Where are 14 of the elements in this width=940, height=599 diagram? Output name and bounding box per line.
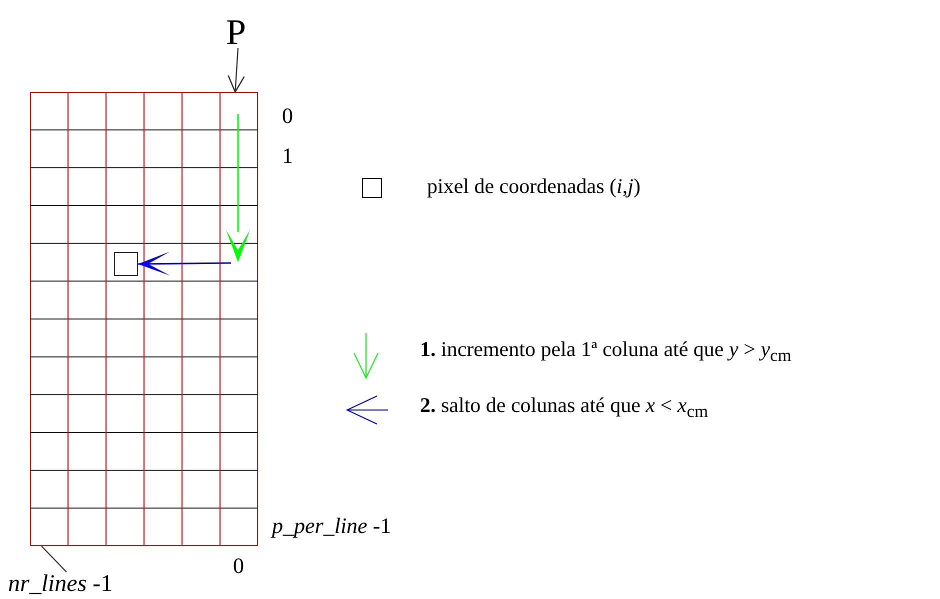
- legend-text: 2. salto de colunas até que x < x$_{cm}$: [420, 395, 708, 421]
- arrow: [228, 48, 245, 93]
- axis-label: nr_lines -1: [8, 572, 113, 596]
- index-label: p_per_line -1: [272, 515, 392, 537]
- point-label: P: [226, 14, 246, 50]
- leader-line: [40, 546, 67, 572]
- legend-text: pixel de coordenadas (i,j): [427, 176, 640, 197]
- pixel-square: [114, 252, 138, 276]
- index-label: 0: [233, 555, 244, 577]
- arrow: [138, 252, 231, 276]
- pixel-grid: [30, 92, 258, 546]
- index-label: 1: [282, 145, 293, 167]
- legend-text: 1. incremento pela 1ª coluna até que y > y$_{cm}$: [420, 339, 792, 365]
- index-label: 0: [282, 105, 293, 127]
